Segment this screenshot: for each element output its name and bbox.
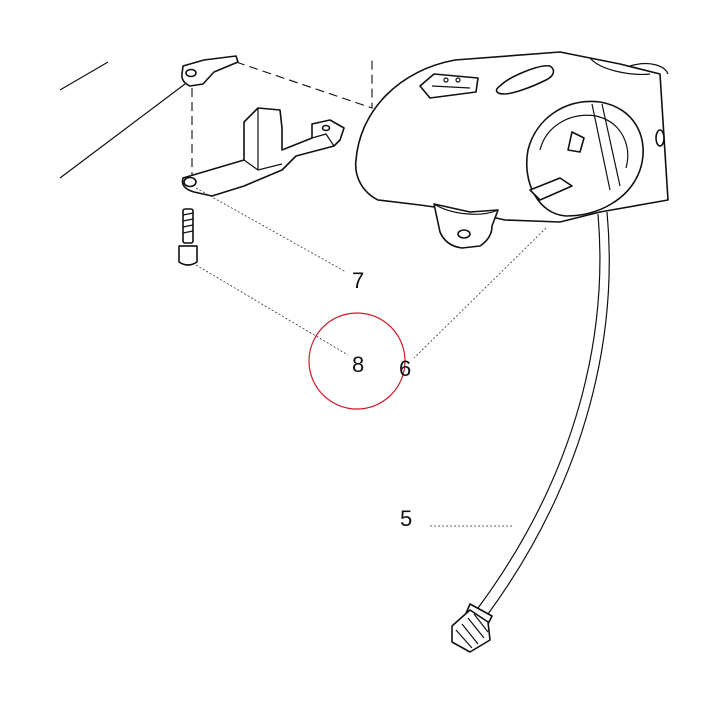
dashed-alignment-lines — [191, 58, 373, 178]
callout-7: 7 — [352, 268, 364, 293]
part-7-bracket — [181, 107, 345, 197]
part-6-housing — [354, 51, 669, 249]
leader-8 — [195, 264, 349, 356]
leader-6 — [413, 227, 547, 359]
part-8-screw — [178, 208, 198, 266]
upper-mounting-tab — [181, 55, 239, 87]
callout-8: 8 — [352, 352, 364, 377]
callout-5: 5 — [400, 506, 412, 531]
part-5-cable — [451, 211, 610, 653]
callout-6: 6 — [399, 356, 411, 381]
leader-7 — [195, 187, 347, 273]
highlight-circle — [308, 312, 406, 410]
leader-lines — [195, 187, 547, 527]
construction-lines — [59, 61, 186, 179]
